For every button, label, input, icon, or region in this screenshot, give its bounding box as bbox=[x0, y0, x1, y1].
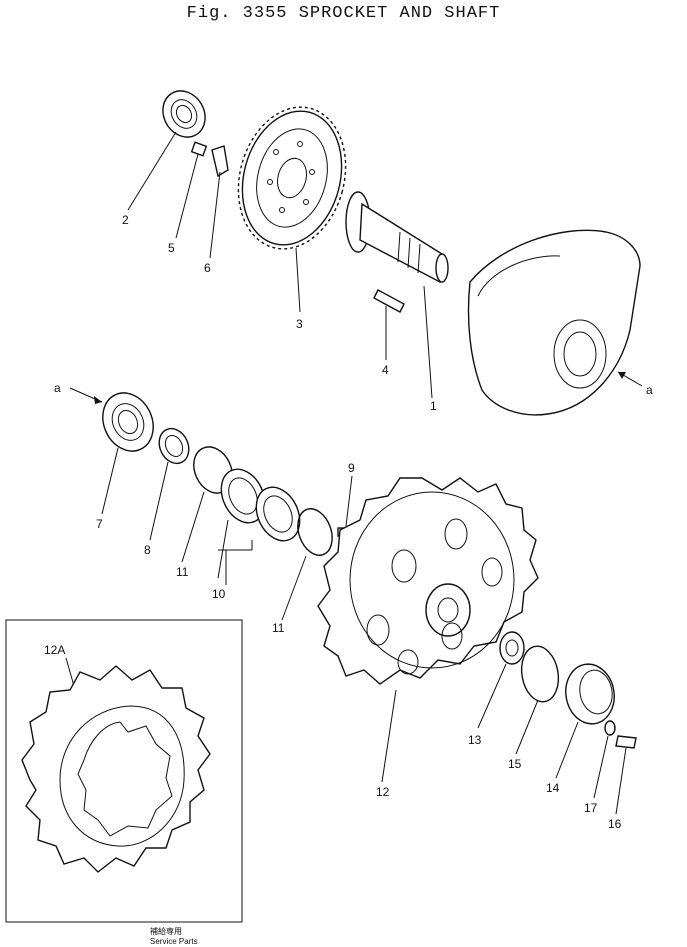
service-label-english: Service Parts bbox=[150, 937, 198, 946]
callout-17: 17 bbox=[584, 801, 598, 815]
part-4-bolt[interactable] bbox=[373, 289, 405, 313]
part-5-nut[interactable] bbox=[190, 141, 208, 157]
part-17-washer[interactable] bbox=[604, 720, 616, 736]
callout-13: 13 bbox=[468, 733, 482, 747]
callout-4: 4 bbox=[382, 363, 389, 377]
callout-9: 9 bbox=[348, 461, 355, 475]
callout-11-b: 11 bbox=[272, 621, 285, 635]
leader-lines bbox=[101, 131, 627, 815]
callout-5: 5 bbox=[168, 241, 175, 255]
callout-1: 1 bbox=[430, 399, 437, 413]
part-7-bearing[interactable] bbox=[94, 385, 163, 460]
callout-11-a: 11 bbox=[176, 565, 189, 579]
figure-title: Fig. 3355 SPROCKET AND SHAFT bbox=[186, 4, 501, 23]
callout-14: 14 bbox=[546, 781, 560, 795]
part-14-cover[interactable] bbox=[561, 660, 619, 727]
callout-16: 16 bbox=[608, 817, 622, 831]
arrow-a-right bbox=[617, 371, 643, 387]
service-label-japanese: 補給専用 bbox=[150, 926, 182, 936]
part-16-bolt[interactable] bbox=[615, 735, 637, 749]
arrow-a-left bbox=[69, 387, 103, 404]
arrow-label-a-left: a bbox=[54, 381, 61, 395]
service-parts-inset: 12A 補給専用 Service Parts bbox=[5, 619, 243, 946]
part-6-lock-plate[interactable] bbox=[211, 145, 229, 178]
part-15-shim[interactable] bbox=[517, 643, 562, 704]
part-3-gear[interactable] bbox=[223, 95, 361, 261]
final-drive-housing bbox=[467, 229, 641, 416]
arrow-label-a-right: a bbox=[646, 383, 653, 397]
part-10-floating-seal[interactable] bbox=[213, 462, 308, 548]
callout-12: 12 bbox=[376, 785, 390, 799]
part-12-sprocket[interactable] bbox=[317, 477, 539, 685]
callout-7: 7 bbox=[96, 517, 103, 531]
callout-labels: 2 5 6 3 4 1 a a 7 8 11 10 11 9 12 13 15 … bbox=[54, 213, 653, 831]
part-11-o-ring-b[interactable] bbox=[292, 504, 338, 560]
callout-2: 2 bbox=[122, 213, 129, 227]
part-8-nut[interactable] bbox=[154, 424, 195, 468]
part-2-bearing[interactable] bbox=[155, 83, 214, 145]
part-13-bushing[interactable] bbox=[499, 631, 525, 665]
callout-15: 15 bbox=[508, 757, 522, 771]
part-1-shaft[interactable] bbox=[345, 191, 449, 284]
callout-10: 10 bbox=[212, 587, 226, 601]
callout-8: 8 bbox=[144, 543, 151, 557]
part-12a-sprocket-segment[interactable] bbox=[21, 665, 211, 873]
callout-6: 6 bbox=[204, 261, 211, 275]
callout-12a: 12A bbox=[44, 643, 65, 657]
callout-3: 3 bbox=[296, 317, 303, 331]
